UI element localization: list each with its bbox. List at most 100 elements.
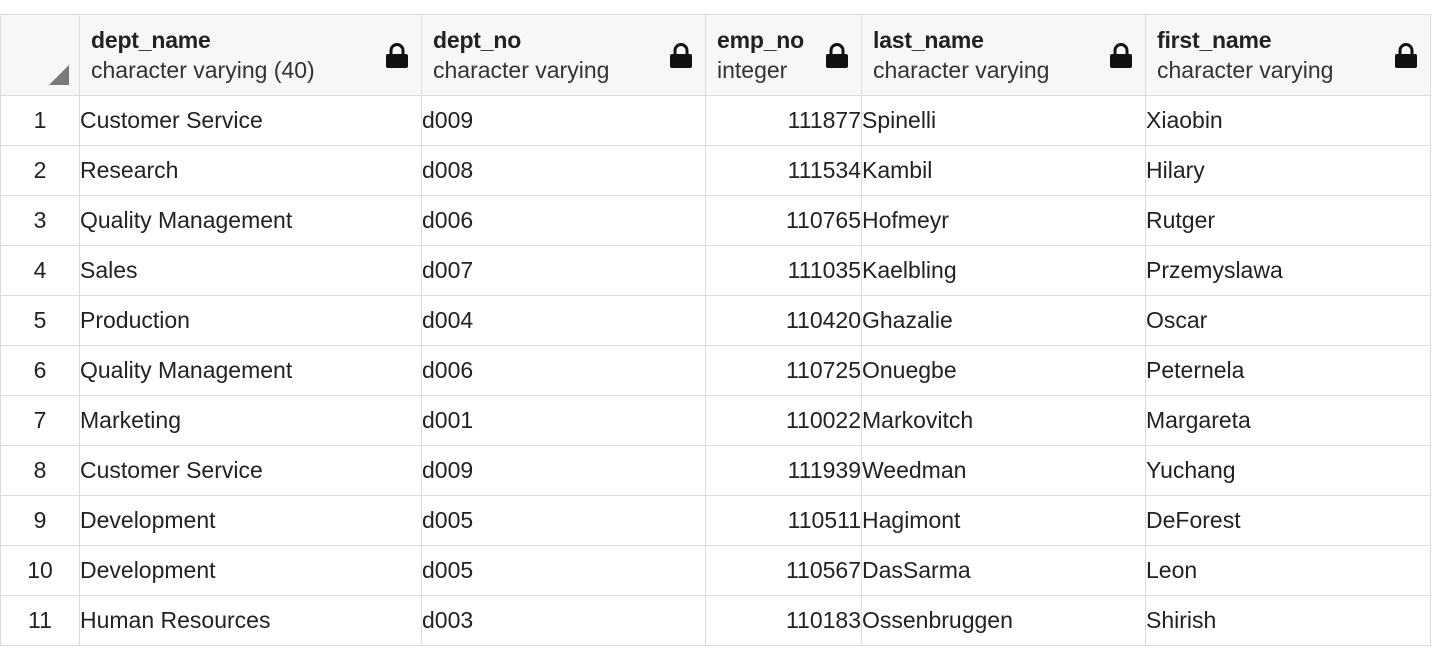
cell-dept-no[interactable]: d004 [421, 295, 706, 346]
table-row[interactable]: 9 Development d005 110511 Hagimont DeFor… [0, 495, 1431, 546]
cell-first-name[interactable]: Rutger [1145, 195, 1431, 246]
row-number[interactable]: 8 [0, 445, 80, 496]
cell-dept-name[interactable]: Quality Management [79, 195, 422, 246]
cell-dept-name[interactable]: Quality Management [79, 345, 422, 396]
cell-dept-name[interactable]: Research [79, 145, 422, 196]
column-header-last-name[interactable]: last_name character varying [861, 14, 1146, 96]
column-type: integer [717, 57, 788, 83]
cell-dept-no[interactable]: d009 [421, 95, 706, 146]
table-row[interactable]: 1 Customer Service d009 111877 Spinelli … [0, 95, 1431, 146]
cell-emp-no[interactable]: 110567 [705, 545, 862, 596]
cell-dept-no[interactable]: d006 [421, 195, 706, 246]
lock-icon [386, 43, 408, 68]
cell-first-name[interactable]: DeForest [1145, 495, 1431, 546]
cell-last-name[interactable]: Spinelli [861, 95, 1146, 146]
cell-dept-no[interactable]: d005 [421, 495, 706, 546]
cell-dept-no[interactable]: d005 [421, 545, 706, 596]
table-row[interactable]: 5 Production d004 110420 Ghazalie Oscar [0, 295, 1431, 346]
lock-icon [1110, 43, 1132, 68]
column-header-dept-no[interactable]: dept_no character varying [421, 14, 706, 96]
cell-first-name[interactable]: Peternela [1145, 345, 1431, 396]
column-name: first_name [1157, 27, 1272, 53]
cell-emp-no[interactable]: 111534 [705, 145, 862, 196]
lock-icon [826, 43, 848, 68]
cell-first-name[interactable]: Margareta [1145, 395, 1431, 446]
cell-dept-name[interactable]: Marketing [79, 395, 422, 446]
cell-emp-no[interactable]: 110765 [705, 195, 862, 246]
cell-dept-no[interactable]: d008 [421, 145, 706, 196]
select-all-corner[interactable] [0, 14, 80, 96]
cell-emp-no[interactable]: 111939 [705, 445, 862, 496]
cell-emp-no[interactable]: 110511 [705, 495, 862, 546]
cell-first-name[interactable]: Leon [1145, 545, 1431, 596]
cell-last-name[interactable]: Markovitch [861, 395, 1146, 446]
cell-first-name[interactable]: Oscar [1145, 295, 1431, 346]
table-row[interactable]: 11 Human Resources d003 110183 Ossenbrug… [0, 595, 1431, 646]
results-grid: dept_name character varying (40) dept_no… [0, 14, 1431, 646]
cell-last-name[interactable]: Onuegbe [861, 345, 1146, 396]
row-number[interactable]: 4 [0, 245, 80, 296]
column-name: last_name [873, 27, 984, 53]
table-row[interactable]: 6 Quality Management d006 110725 Onuegbe… [0, 345, 1431, 396]
cell-dept-name[interactable]: Sales [79, 245, 422, 296]
cell-dept-no[interactable]: d009 [421, 445, 706, 496]
cell-emp-no[interactable]: 110183 [705, 595, 862, 646]
row-number[interactable]: 11 [0, 595, 80, 646]
table-row[interactable]: 10 Development d005 110567 DasSarma Leon [0, 545, 1431, 596]
cell-first-name[interactable]: Xiaobin [1145, 95, 1431, 146]
row-number[interactable]: 6 [0, 345, 80, 396]
table-row[interactable]: 8 Customer Service d009 111939 Weedman Y… [0, 445, 1431, 496]
select-all-corner-icon [49, 65, 69, 85]
row-number[interactable]: 7 [0, 395, 80, 446]
cell-dept-name[interactable]: Development [79, 495, 422, 546]
column-type: character varying (40) [91, 57, 315, 83]
cell-first-name[interactable]: Przemyslawa [1145, 245, 1431, 296]
table-row[interactable]: 3 Quality Management d006 110765 Hofmeyr… [0, 195, 1431, 246]
column-type: character varying [873, 57, 1050, 83]
header-row: dept_name character varying (40) dept_no… [0, 14, 1431, 96]
cell-last-name[interactable]: Hofmeyr [861, 195, 1146, 246]
cell-dept-name[interactable]: Human Resources [79, 595, 422, 646]
table-row[interactable]: 2 Research d008 111534 Kambil Hilary [0, 145, 1431, 196]
cell-first-name[interactable]: Yuchang [1145, 445, 1431, 496]
column-name: dept_no [433, 27, 522, 53]
cell-dept-name[interactable]: Customer Service [79, 95, 422, 146]
cell-emp-no[interactable]: 111877 [705, 95, 862, 146]
cell-last-name[interactable]: Kambil [861, 145, 1146, 196]
column-type: character varying [1157, 57, 1334, 83]
lock-icon [1395, 43, 1417, 68]
column-header-first-name[interactable]: first_name character varying [1145, 14, 1431, 96]
column-name: emp_no [717, 27, 804, 53]
cell-last-name[interactable]: Kaelbling [861, 245, 1146, 296]
column-header-emp-no[interactable]: emp_no integer [705, 14, 862, 96]
cell-emp-no[interactable]: 110022 [705, 395, 862, 446]
column-header-dept-name[interactable]: dept_name character varying (40) [79, 14, 422, 96]
cell-last-name[interactable]: DasSarma [861, 545, 1146, 596]
cell-emp-no[interactable]: 110725 [705, 345, 862, 396]
cell-dept-no[interactable]: d006 [421, 345, 706, 396]
cell-last-name[interactable]: Hagimont [861, 495, 1146, 546]
cell-dept-no[interactable]: d003 [421, 595, 706, 646]
cell-dept-no[interactable]: d001 [421, 395, 706, 446]
lock-icon [670, 43, 692, 68]
column-name: dept_name [91, 27, 211, 53]
cell-last-name[interactable]: Ghazalie [861, 295, 1146, 346]
cell-last-name[interactable]: Ossenbruggen [861, 595, 1146, 646]
cell-dept-name[interactable]: Customer Service [79, 445, 422, 496]
row-number[interactable]: 1 [0, 95, 80, 146]
cell-dept-name[interactable]: Development [79, 545, 422, 596]
cell-dept-name[interactable]: Production [79, 295, 422, 346]
table-row[interactable]: 4 Sales d007 111035 Kaelbling Przemyslaw… [0, 245, 1431, 296]
row-number[interactable]: 10 [0, 545, 80, 596]
cell-emp-no[interactable]: 110420 [705, 295, 862, 346]
cell-first-name[interactable]: Hilary [1145, 145, 1431, 196]
row-number[interactable]: 2 [0, 145, 80, 196]
row-number[interactable]: 3 [0, 195, 80, 246]
cell-emp-no[interactable]: 111035 [705, 245, 862, 296]
cell-last-name[interactable]: Weedman [861, 445, 1146, 496]
row-number[interactable]: 9 [0, 495, 80, 546]
cell-first-name[interactable]: Shirish [1145, 595, 1431, 646]
cell-dept-no[interactable]: d007 [421, 245, 706, 296]
table-row[interactable]: 7 Marketing d001 110022 Markovitch Marga… [0, 395, 1431, 446]
row-number[interactable]: 5 [0, 295, 80, 346]
